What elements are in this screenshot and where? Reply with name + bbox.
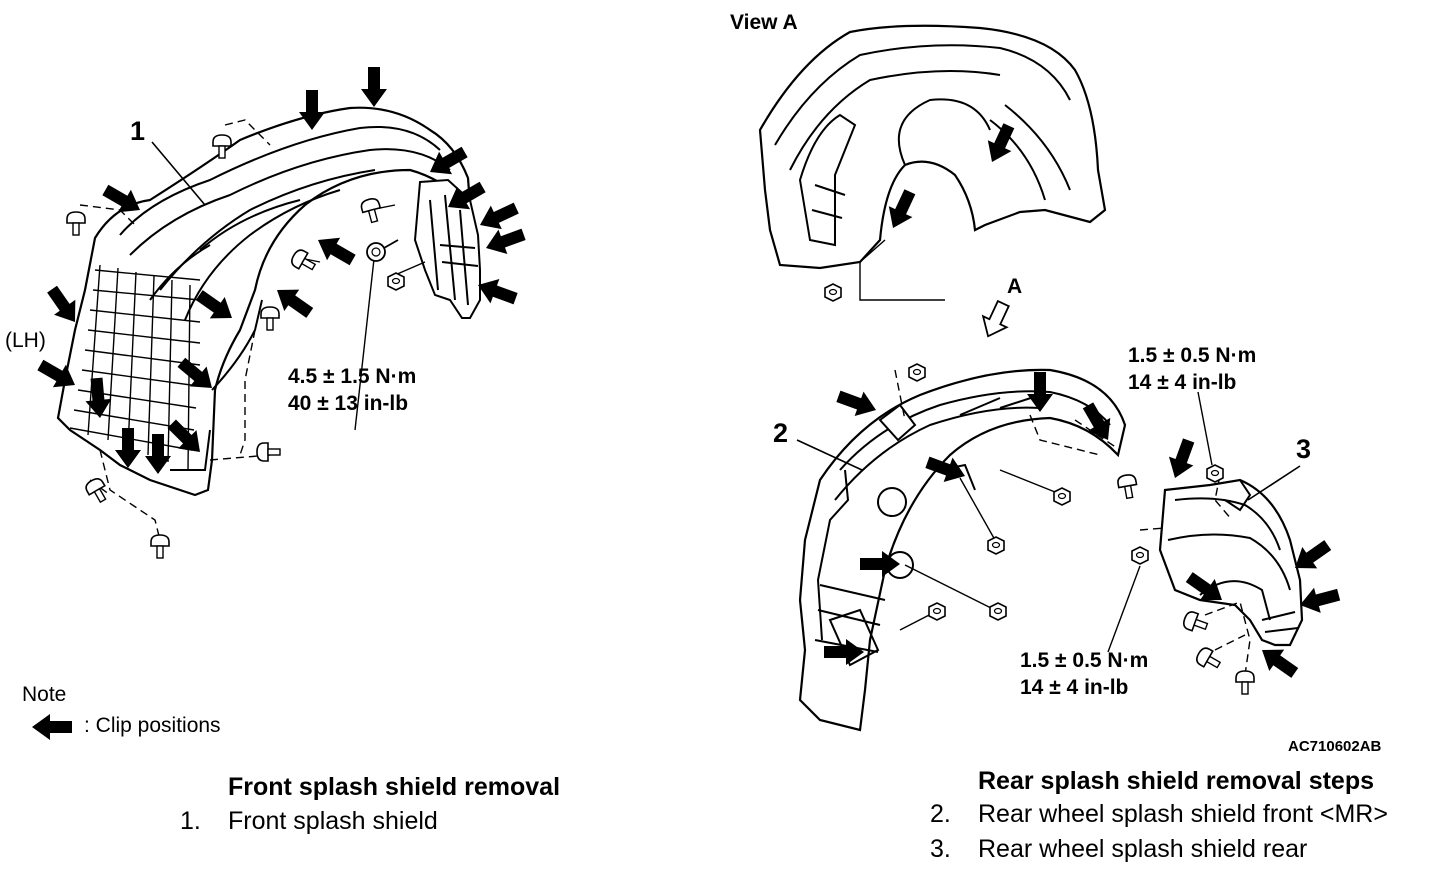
callout-2-leader [796,439,863,471]
rear-steps-heading: Rear splash shield removal steps [978,767,1375,795]
callout-1-leader [151,141,206,206]
callout-1: 1 [130,116,146,146]
rear-splash-shield-front-drawing [798,368,1127,732]
step-text: Rear wheel splash shield front <MR> [978,800,1388,828]
front-splash-shield-drawing [56,106,481,541]
torque-leaders [1107,391,1213,653]
rear-step-2: 2. Rear wheel splash shield front <MR> [930,802,1388,827]
torque-front-metric: 4.5 ± 1.5 N·m [288,365,417,388]
note-title: Note [22,683,67,706]
torque-rear-lower: 1.5 ± 0.5 N·m 14 ± 4 in-lb [1020,647,1148,701]
view-a-drawing [758,24,1107,301]
torque-front-imperial: 40 ± 13 in-lb [288,392,409,415]
step-text: Rear wheel splash shield rear [978,835,1308,863]
side-label: (LH) [5,329,46,352]
step-number: 1. [180,807,201,835]
step-number: 2. [930,800,951,828]
torque-rear-upper-metric: 1.5 ± 0.5 N·m [1128,344,1257,367]
torque-rear-lower-imperial: 14 ± 4 in-lb [1020,676,1129,699]
figure-code: AC710602AB [1288,738,1382,755]
view-a-label: View A [730,11,798,34]
rear-splash-shield-rear-drawing [1139,474,1304,676]
front-step-1: 1. Front splash shield [180,809,438,834]
callout-2: 2 [773,418,789,448]
torque-rear-upper-imperial: 14 ± 4 in-lb [1128,371,1237,394]
callout-3-leader [1247,465,1301,501]
step-number: 3. [930,835,951,863]
torque-rear-upper: 1.5 ± 0.5 N·m 14 ± 4 in-lb [1128,342,1256,396]
view-direction-arrow-icon [981,299,1010,338]
step-text: Front splash shield [228,807,438,835]
front-steps-heading: Front splash shield removal [228,773,561,801]
rear-step-3: 3. Rear wheel splash shield rear [930,837,1307,862]
view-direction-label: A [1007,275,1023,298]
callout-3: 3 [1296,434,1312,464]
solid-arrow-icon [32,714,72,740]
front-fasteners [66,134,405,559]
torque-front: 4.5 ± 1.5 N·m 40 ± 13 in-lb [288,363,416,417]
torque-rear-lower-metric: 1.5 ± 0.5 N·m [1020,649,1149,672]
note-legend-text: : Clip positions [84,714,221,737]
view-a-nut [824,283,842,302]
